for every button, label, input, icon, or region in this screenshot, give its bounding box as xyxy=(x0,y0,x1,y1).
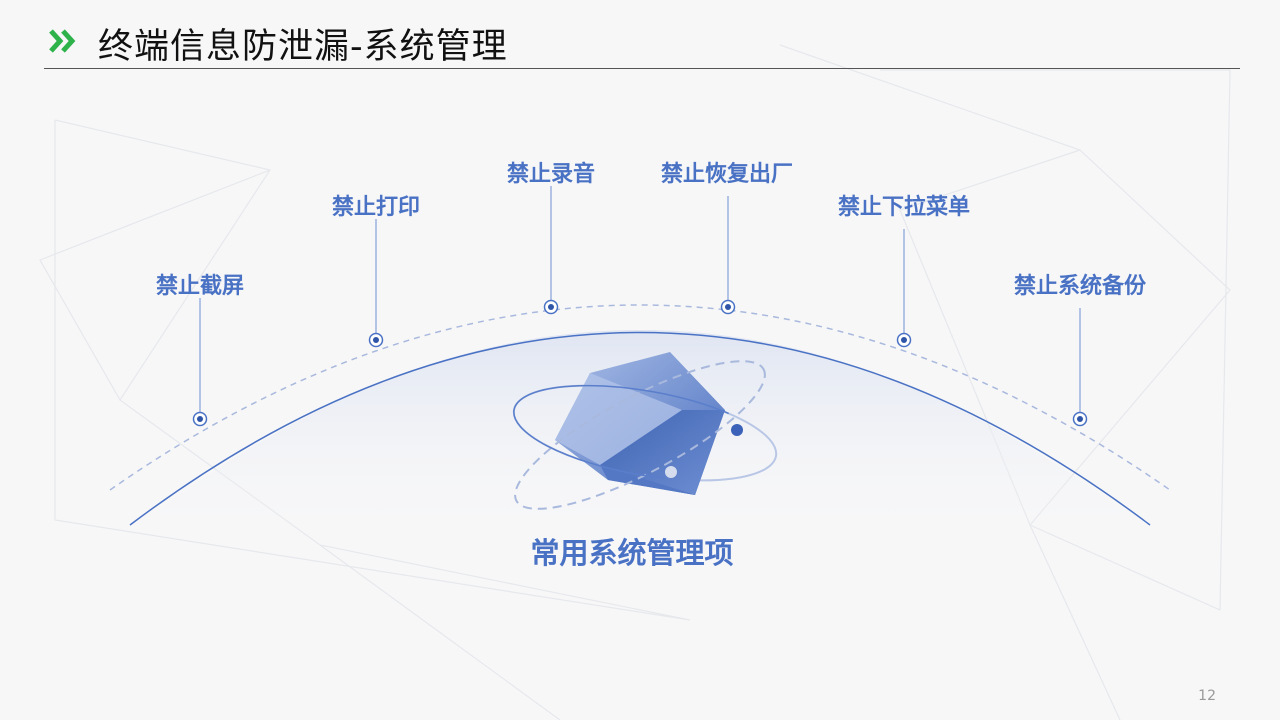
node-dot-icon xyxy=(1077,416,1083,422)
item-label-screenshot: 禁止截屏 xyxy=(155,274,245,299)
double-chevron-right-icon xyxy=(49,29,76,53)
node-dot-icon xyxy=(373,337,379,343)
node-dot-icon xyxy=(548,304,554,310)
item-label-pulldown-menu: 禁止下拉菜单 xyxy=(837,195,971,220)
gem-graphic xyxy=(512,352,778,510)
title-divider xyxy=(44,68,1240,69)
item-label-system-backup: 禁止系统备份 xyxy=(1013,274,1147,299)
dome-arc xyxy=(129,331,1151,526)
page-number: 12 xyxy=(1198,688,1216,704)
node-dot-icon xyxy=(725,304,731,310)
center-label: 常用系统管理项 xyxy=(530,536,734,570)
dashed-arc xyxy=(109,304,1171,491)
item-label-factory-reset: 禁止恢复出厂 xyxy=(660,162,794,187)
page-title: 终端信息防泄漏-系统管理 xyxy=(98,27,508,67)
item-label-record: 禁止录音 xyxy=(506,162,596,187)
item-label-print: 禁止打印 xyxy=(331,195,421,220)
node-dot-icon xyxy=(901,337,907,343)
node-dot-icon xyxy=(197,416,203,422)
orbit-dot-icon xyxy=(665,466,677,478)
orbit-dot-icon xyxy=(731,424,743,436)
